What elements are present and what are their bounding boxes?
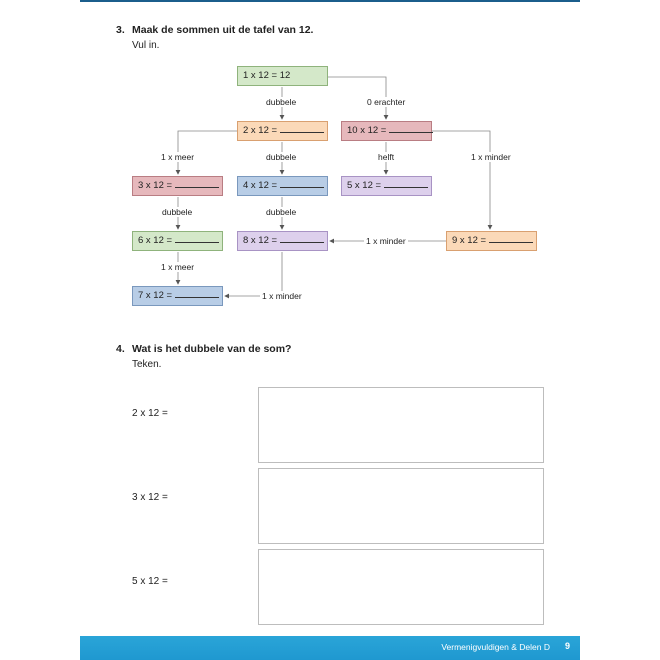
answer-blank[interactable]: [174, 178, 219, 188]
answer-blank[interactable]: [279, 178, 324, 188]
question-3-title: Maak de sommen uit de tafel van 12.: [132, 24, 314, 36]
box-4x12[interactable]: 4 x 12 =: [237, 176, 328, 196]
page-number: 9: [564, 641, 570, 651]
label-dubbele: dubbele: [264, 97, 299, 107]
label-0-erachter: 0 erachter: [365, 97, 408, 107]
footer-title: Vermenigvuldigen & Delen D: [441, 642, 550, 652]
label-dubbele: dubbele: [264, 207, 299, 217]
box-5x12[interactable]: 5 x 12 =: [341, 176, 432, 196]
label-helft: helft: [376, 152, 397, 162]
box-8x12[interactable]: 8 x 12 =: [237, 231, 328, 251]
label-dubbele: dubbele: [160, 207, 195, 217]
answer-blank[interactable]: [174, 233, 219, 243]
box-10x12[interactable]: 10 x 12 =: [341, 121, 433, 141]
label-1x-minder: 1 x minder: [469, 152, 513, 162]
box-1x12: 1 x 12 = 12: [237, 66, 328, 86]
question-4-instruction: Teken.: [132, 359, 162, 370]
question-3-number: 3.: [116, 24, 125, 36]
row-label: 2 x 12 =: [132, 408, 168, 419]
box-9x12[interactable]: 9 x 12 =: [446, 231, 537, 251]
answer-blank[interactable]: [389, 123, 433, 133]
answer-blank[interactable]: [279, 233, 324, 243]
label-dubbele: dubbele: [264, 152, 299, 162]
question-4-title: Wat is het dubbele van de som?: [132, 343, 292, 355]
drawing-area[interactable]: [258, 549, 544, 625]
top-rule: [80, 0, 580, 2]
box-6x12[interactable]: 6 x 12 =: [132, 231, 223, 251]
row-label: 3 x 12 =: [132, 492, 168, 503]
label-1x-minder: 1 x minder: [364, 236, 408, 246]
question-3-instruction: Vul in.: [132, 40, 160, 51]
answer-blank[interactable]: [279, 123, 324, 133]
box-3x12[interactable]: 3 x 12 =: [132, 176, 223, 196]
drawing-area[interactable]: [258, 387, 544, 463]
label-1x-minder: 1 x minder: [260, 291, 304, 301]
box-7x12[interactable]: 7 x 12 =: [132, 286, 223, 306]
footer-bar: Vermenigvuldigen & Delen D 9: [80, 636, 580, 660]
drawing-area[interactable]: [258, 468, 544, 544]
row-label: 5 x 12 =: [132, 576, 168, 587]
connector-b8-b7: [224, 252, 283, 299]
answer-blank[interactable]: [488, 233, 533, 243]
connector-b10-b9: [432, 130, 493, 230]
answer-blank[interactable]: [174, 288, 219, 298]
label-1x-meer: 1 x meer: [159, 152, 197, 162]
question-4-number: 4.: [116, 343, 125, 355]
answer-blank[interactable]: [383, 178, 428, 188]
label-1x-meer: 1 x meer: [159, 262, 197, 272]
box-2x12[interactable]: 2 x 12 =: [237, 121, 328, 141]
